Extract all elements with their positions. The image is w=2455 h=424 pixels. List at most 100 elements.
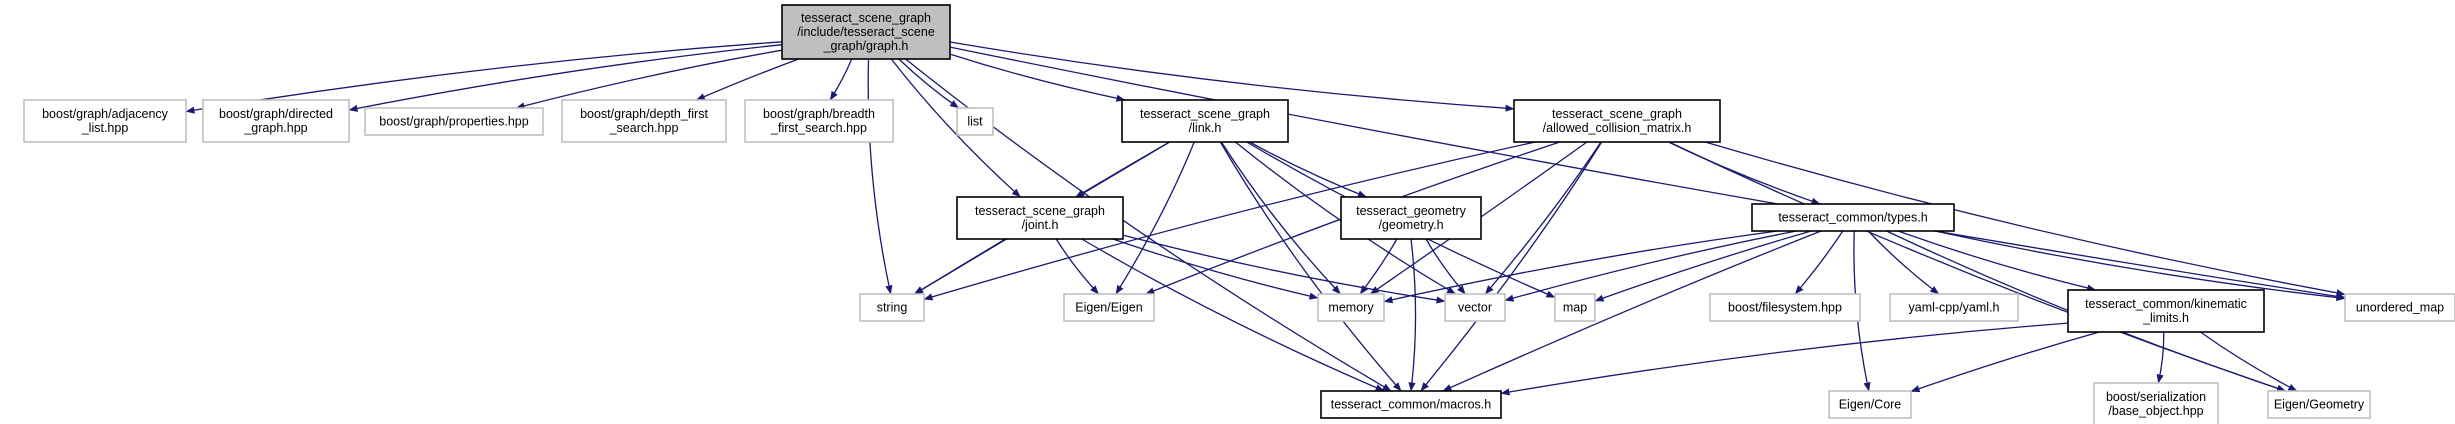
edge-root-to-joint [890,58,1021,198]
node-joint[interactable]: tesseract_scene_graph/joint.h [956,196,1124,240]
node-geometry[interactable]: tesseract_geometry/geometry.h [1340,196,1482,240]
node-serialization: boost/serialization/base_object.hpp [2093,382,2219,424]
node-properties-box [364,107,544,136]
node-geometry-label-line: /geometry.h [1378,218,1443,232]
edge-types-to-vector [1504,230,1797,302]
node-vector-label-line: vector [1458,301,1492,315]
edge-acm-to-string [923,141,1536,301]
node-dfs-label-line: boost/graph/depth_first [580,107,708,121]
node-directed: boost/graph/directed_graph.hpp [202,99,350,143]
node-kinematic-box [2067,289,2265,333]
node-eigen: Eigen/Eigen [1063,293,1155,322]
node-geometry-box [1340,196,1482,240]
node-macros[interactable]: tesseract_common/macros.h [1320,390,1502,419]
node-acm-box [1513,99,1721,143]
node-yaml: yaml-cpp/yaml.h [1889,293,2019,322]
node-kinematic-label-line: tesseract_common/kinematic [2085,297,2247,311]
edge-link-to-macros [1219,141,1402,392]
node-types-box [1751,203,1955,232]
edge-types-to-macros [1442,230,1822,392]
nodes-layer: tesseract_scene_graph/include/tesseract_… [23,4,2455,424]
node-eigen-label-line: Eigen/Eigen [1075,301,1142,315]
node-eigengeom-box [2267,390,2371,419]
node-eigengeom-label-line: Eigen/Geometry [2274,398,2365,412]
edge-geometry-to-vector [1425,238,1466,295]
node-unordered-label-line: unordered_map [2356,301,2444,315]
node-dfs: boost/graph/depth_first_search.hpp [561,99,727,143]
node-types[interactable]: tesseract_common/types.h [1751,203,1955,232]
edge-joint-to-string [913,238,1006,295]
node-filesystem-box [1709,293,1861,322]
node-kinematic-label-line: _limits.h [2142,311,2189,325]
edge-root-to-directed [348,44,783,112]
edge-link-to-memory [1220,141,1341,295]
node-link-box [1121,99,1289,143]
edge-kinematic-to-serialization [2156,331,2165,384]
edge-acm-to-types [1668,141,1821,205]
node-adjacency-box [23,99,187,143]
edge-root-to-unordered [949,46,2346,300]
node-bfs-label-line: _first_search.hpp [770,121,867,135]
node-root-box [781,4,951,60]
edge-joint-to-macros [1081,238,1385,392]
node-eigen-box [1063,293,1155,322]
node-joint-label-line: /joint.h [1022,218,1059,232]
node-joint-box [956,196,1124,240]
edge-acm-to-eigengeom [1668,141,2287,392]
node-dfs-box [561,99,727,143]
node-macros-label-line: tesseract_common/macros.h [1331,398,1492,412]
node-list: list [956,107,994,136]
node-geometry-label-line: tesseract_geometry [1356,204,1467,218]
edge-link-to-geometry [1249,141,1367,198]
node-serialization-label-line: /base_object.hpp [2108,404,2203,418]
edge-joint-to-eigen [1055,238,1100,295]
edge-link-to-eigen [1115,141,1195,295]
node-yaml-box [1889,293,2019,322]
node-list-box [956,107,994,136]
node-memory-label-line: memory [1328,301,1374,315]
edge-root-to-bfs [829,58,853,101]
node-filesystem: boost/filesystem.hpp [1709,293,1861,322]
node-serialization-box [2093,382,2219,424]
node-serialization-label-line: boost/serialization [2106,390,2206,404]
node-eigengeom: Eigen/Geometry [2267,390,2371,419]
node-memory: memory [1317,293,1385,322]
edge-root-to-acm [949,41,1515,112]
node-map-label-line: map [1563,301,1587,315]
node-root[interactable]: tesseract_scene_graph/include/tesseract_… [781,4,951,60]
edge-types-to-unordered [1934,230,2346,302]
node-map: map [1554,293,1596,322]
edge-joint-to-memory [1112,238,1319,300]
edge-kinematic-to-eigencore [1910,331,2100,393]
node-filesystem-label-line: boost/filesystem.hpp [1728,301,1842,315]
node-root-label-line: /include/tesseract_scene [797,25,935,39]
edge-root-to-string [867,58,893,295]
node-unordered: unordered_map [2344,293,2455,322]
edge-root-to-list [898,58,959,109]
edge-root-to-properties [515,49,783,110]
node-kinematic[interactable]: tesseract_common/kinematic_limits.h [2067,289,2265,333]
node-adjacency-label-line: boost/graph/adjacency [42,107,169,121]
node-adjacency: boost/graph/adjacency_list.hpp [23,99,187,143]
edge-link-to-joint [1075,141,1170,198]
edge-root-to-dfs [695,58,799,101]
edge-acm-to-macros [1420,141,1603,392]
node-root-label-line: tesseract_scene_graph [801,11,931,25]
node-list-label-line: list [967,115,983,129]
node-eigencore: Eigen/Core [1828,390,1912,419]
node-link[interactable]: tesseract_scene_graph/link.h [1121,99,1289,143]
edge-types-to-kinematic [1897,230,2097,292]
node-yaml-label-line: yaml-cpp/yaml.h [1909,301,2000,315]
edge-types-to-filesystem [1794,230,1844,295]
edge-root-to-link [949,53,1126,102]
edge-acm-to-memory [1369,141,1588,295]
node-types-label-line: tesseract_common/types.h [1778,211,1927,225]
node-joint-label-line: tesseract_scene_graph [975,204,1105,218]
edge-kinematic-to-macros [1500,322,2069,396]
node-acm[interactable]: tesseract_scene_graph/allowed_collision_… [1513,99,1721,143]
node-directed-label-line: _graph.hpp [243,121,307,135]
node-directed-label-line: boost/graph/directed [219,107,333,121]
edge-acm-to-unordered [1705,141,2346,297]
node-eigencore-box [1828,390,1912,419]
node-link-label-line: /link.h [1189,121,1222,135]
